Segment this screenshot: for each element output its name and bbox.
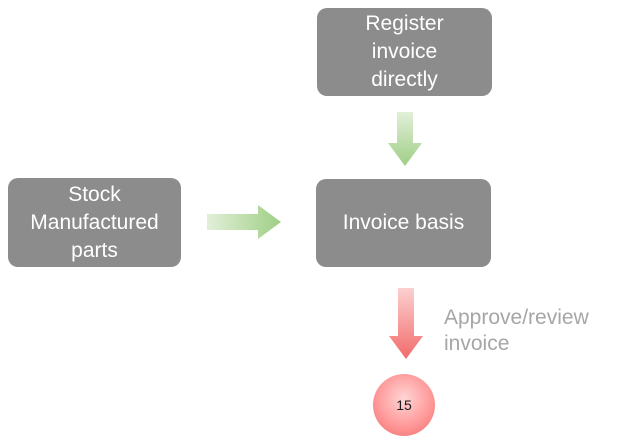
step-number: 15 bbox=[396, 397, 412, 413]
edge-label-line: Approve/review bbox=[444, 306, 589, 329]
stock-manufactured-parts-node: Stock Manufactured parts bbox=[8, 178, 181, 267]
node-label-line: directly bbox=[371, 68, 438, 91]
register-invoice-directly-node: Register invoice directly bbox=[317, 8, 492, 96]
arrow-invoice-to-approve bbox=[389, 288, 423, 359]
node-label-line: Invoice basis bbox=[342, 211, 465, 234]
node-label-line: Manufactured bbox=[30, 210, 159, 234]
approve-review-invoice-label: Approve/review invoice bbox=[444, 305, 619, 357]
node-label-line: Stock bbox=[68, 182, 121, 206]
node-label-line: parts bbox=[71, 238, 118, 262]
arrow-stock-to-invoice bbox=[207, 205, 281, 239]
arrow-register-to-invoice bbox=[388, 112, 422, 166]
node-label-line: Register bbox=[365, 12, 444, 35]
invoice-basis-node: Invoice basis bbox=[316, 179, 491, 267]
edge-label-line: invoice bbox=[444, 332, 510, 355]
node-label-line: invoice bbox=[371, 40, 438, 63]
step-number-badge: 15 bbox=[373, 374, 435, 436]
